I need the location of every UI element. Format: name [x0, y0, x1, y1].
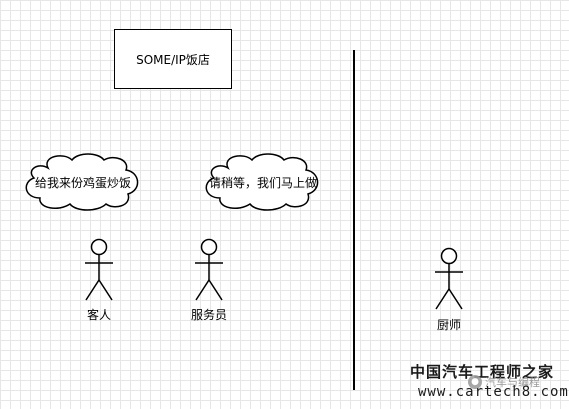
watermark-account-badge: ● 汽车与编程 [468, 374, 540, 390]
customer-speech-text: 给我来份鸡蛋炒饭 [34, 175, 131, 190]
waiter-speech-text: 请稍等，我们马上做 [208, 175, 317, 190]
watermark-url: www.cartech8.com [418, 384, 569, 400]
chef-label: 厨师 [436, 318, 461, 332]
title-text: SOME/IP饭店 [136, 52, 210, 67]
title-box: SOME/IP饭店 [114, 29, 232, 89]
kitchen-divider-line [353, 50, 355, 390]
customer-speech-cloud: 给我来份鸡蛋炒饭 [18, 150, 148, 214]
waiter-speech-cloud: 请稍等，我们马上做 [198, 150, 328, 214]
chef-actor-icon [435, 247, 463, 310]
wechat-icon: ● [468, 375, 482, 389]
watermark-account-name: 汽车与编程 [485, 376, 540, 389]
waiter-actor-icon [195, 238, 223, 301]
cloud-shape [205, 153, 319, 211]
waiter-label: 服务员 [190, 308, 227, 322]
customer-actor-icon [85, 238, 113, 301]
watermark-site-name: 中国汽车工程师之家 [410, 363, 555, 381]
customer-label: 客人 [86, 308, 111, 322]
cloud-shape [25, 153, 139, 211]
